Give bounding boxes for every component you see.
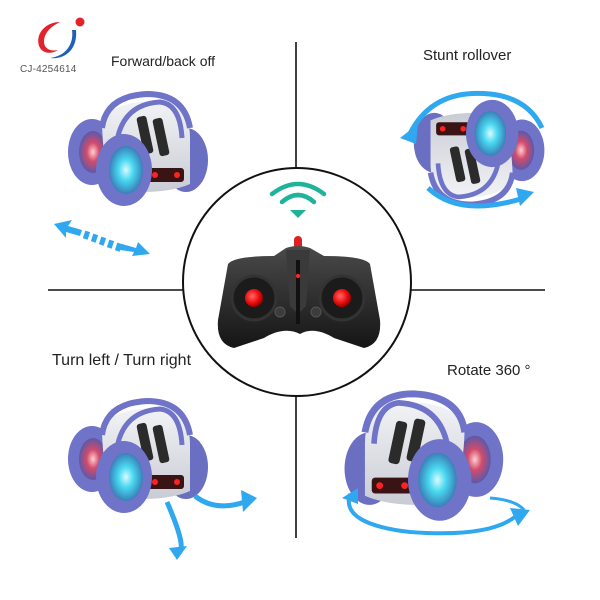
car-stunt-rollover	[400, 90, 550, 209]
cj-logo-icon	[38, 17, 85, 59]
right-joystick	[333, 289, 351, 307]
rotate-arrow-icon	[342, 488, 530, 536]
double-arrow-icon	[54, 220, 150, 256]
feature-label-forward-back: Forward/back off	[111, 53, 216, 69]
feature-label-rotate: Rotate 360 °	[447, 362, 531, 379]
brand-logo: CJ-4254614	[20, 14, 100, 84]
wifi-signal-icon	[269, 181, 327, 218]
left-joystick	[245, 289, 263, 307]
car-forward-back	[62, 88, 212, 208]
turn-arrows-icon	[165, 490, 257, 560]
remote-controller	[217, 236, 381, 348]
feature-label-turn: Turn left / Turn right	[52, 352, 192, 369]
feature-label-stunt-rollover: Stunt rollover	[423, 47, 512, 64]
sku-label: CJ-4254614	[20, 64, 77, 75]
